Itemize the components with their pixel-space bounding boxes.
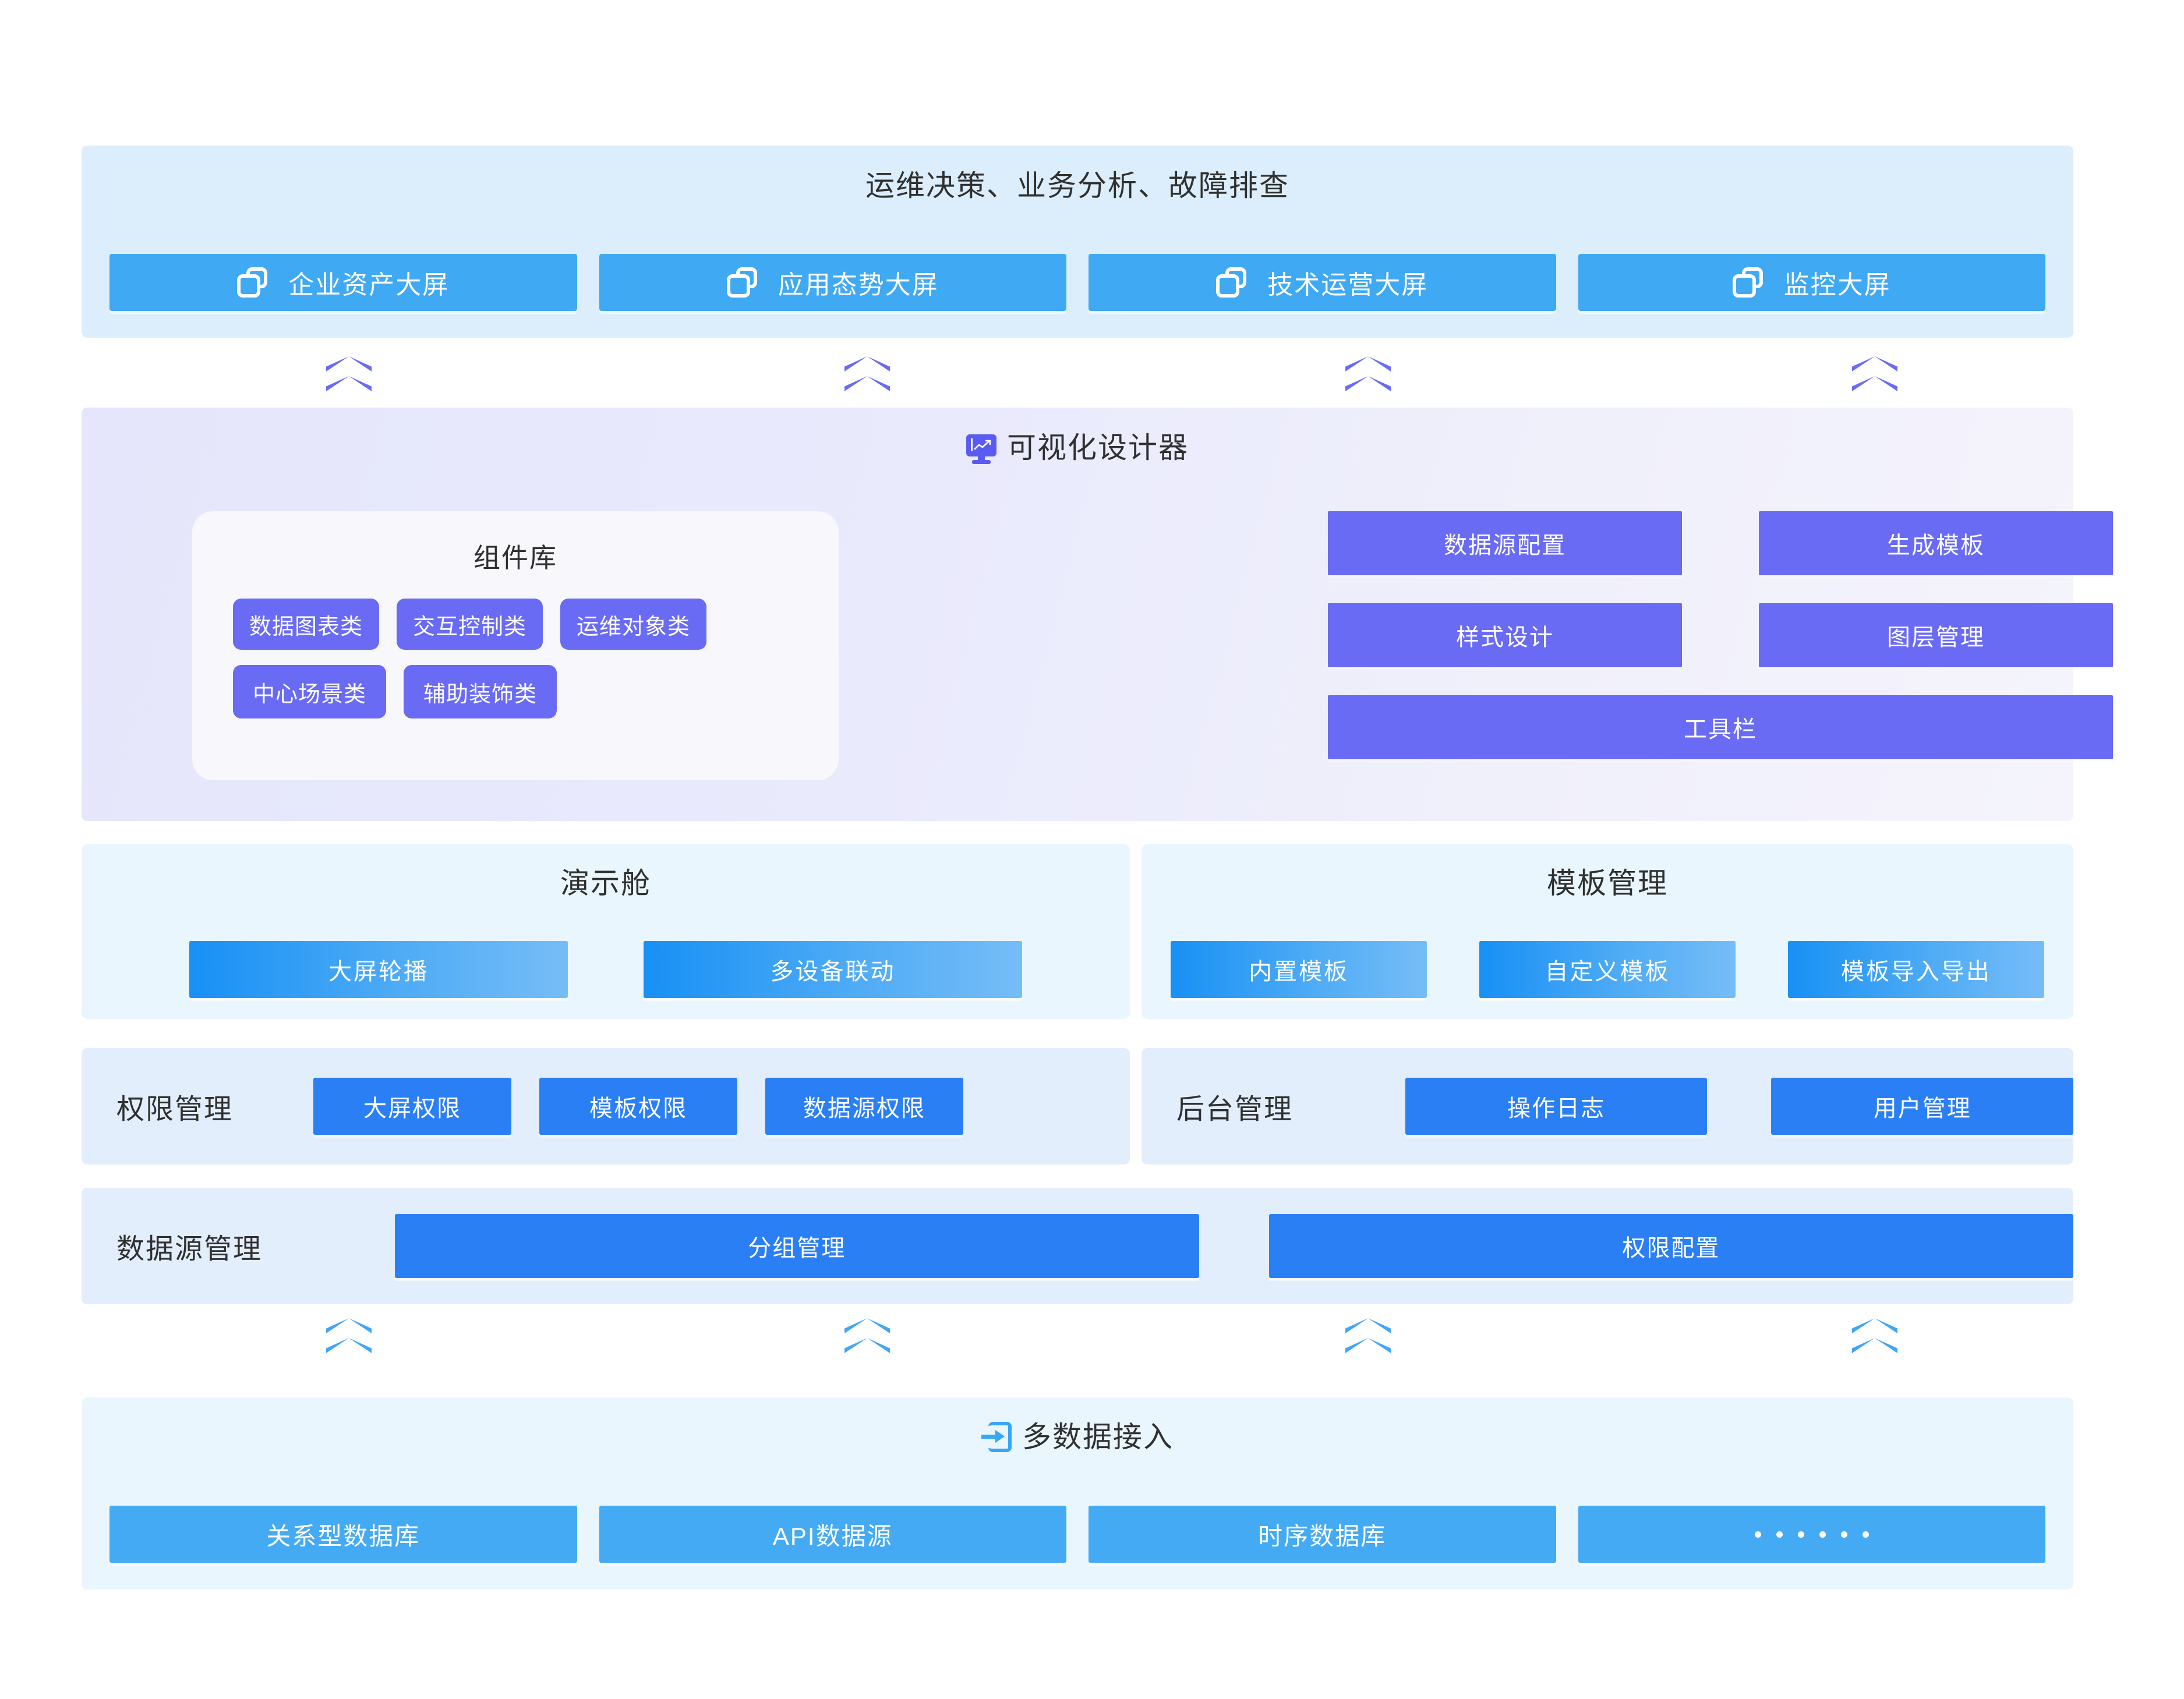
monitor-chart-icon (966, 433, 996, 464)
component-library-title: 组件库 (473, 543, 557, 573)
designer-title: 可视化设计器 (1007, 431, 1189, 464)
datasource-button-permission-cfg[interactable]: 权限配置 (1268, 1214, 2073, 1278)
multi-data-access-panel: 多数据接入 关系型数据库 API数据源 时序数据库 (82, 1397, 2073, 1590)
scenario-card-monitoring[interactable]: 监控大屏 (1578, 254, 2045, 311)
scenario-title: 运维决策、业务分析、故障排查 (865, 169, 1289, 202)
chevron-up-icon (1345, 356, 1391, 399)
permission-button-template[interactable]: 模板权限 (539, 1078, 737, 1135)
demo-button-multidevice[interactable]: 多设备联动 (644, 941, 1022, 998)
flow-arrows-upper (82, 353, 2073, 403)
scenario-card-label: 监控大屏 (1783, 271, 1891, 299)
permission-label: 权限管理 (116, 1094, 234, 1125)
permission-management-panel: 权限管理 大屏权限 模板权限 数据源权限 (82, 1048, 1130, 1164)
component-library-card: 组件库 数据图表类 交互控制类 运维对象类 中心场景类 辅助装饰类 (192, 511, 839, 780)
template-management-title: 模板管理 (1547, 867, 1668, 900)
datasource-button-group-mgmt[interactable]: 分组管理 (394, 1214, 1199, 1278)
datasource-management-panel: 数据源管理 分组管理 权限配置 (82, 1188, 2073, 1304)
access-card-relational-db[interactable]: 关系型数据库 (109, 1506, 577, 1563)
login-arrow-icon (981, 1422, 1012, 1452)
access-card-row: 关系型数据库 API数据源 时序数据库 (109, 1506, 2045, 1563)
backend-button-user-mgmt[interactable]: 用户管理 (1771, 1078, 2074, 1135)
access-card-timeseries-db[interactable]: 时序数据库 (1089, 1506, 1556, 1563)
component-tag-interaction[interactable]: 交互控制类 (397, 599, 543, 650)
stacked-windows-icon (726, 267, 757, 298)
tool-style-design[interactable]: 样式设计 (1328, 603, 1682, 667)
template-button-builtin[interactable]: 内置模板 (1171, 941, 1427, 998)
component-tag-ops-object[interactable]: 运维对象类 (560, 599, 707, 650)
scenario-card-app-situation[interactable]: 应用态势大屏 (599, 254, 1066, 311)
designer-tool-grid: 数据源配置 生成模板 样式设计 图层管理 工具栏 (1328, 511, 2120, 780)
access-card-api-source[interactable]: API数据源 (599, 1506, 1066, 1563)
datasource-label: 数据源管理 (116, 1234, 263, 1265)
permission-button-datasource[interactable]: 数据源权限 (765, 1078, 963, 1135)
tool-toolbar[interactable]: 工具栏 (1328, 695, 2113, 759)
datasource-row: 数据源管理 分组管理 权限配置 (82, 1188, 2073, 1304)
component-library-tags: 数据图表类 交互控制类 运维对象类 中心场景类 辅助装饰类 (233, 599, 798, 734)
scenario-card-tech-operation[interactable]: 技术运营大屏 (1089, 254, 1556, 311)
scenario-card-label: 技术运营大屏 (1267, 271, 1429, 299)
tool-datasource-config[interactable]: 数据源配置 (1328, 511, 1682, 575)
chevron-up-icon (1852, 356, 1897, 399)
access-title: 多数据接入 (1022, 1421, 1174, 1453)
access-title-row: 多数据接入 (82, 1397, 2073, 1452)
permission-button-screen[interactable]: 大屏权限 (313, 1078, 511, 1135)
demo-button-row: 大屏轮播 多设备联动 (82, 941, 1130, 998)
backend-button-operation-log[interactable]: 操作日志 (1405, 1078, 1708, 1135)
chevron-up-icon (326, 356, 372, 399)
backend-management-panel: 后台管理 操作日志 用户管理 (1142, 1048, 2074, 1164)
tool-layer-management[interactable]: 图层管理 (1759, 603, 2113, 667)
component-tag-center-scene[interactable]: 中心场景类 (233, 665, 387, 718)
ellipsis-dots-icon (1754, 1531, 1869, 1538)
template-button-row: 内置模板 自定义模板 模板导入导出 (1142, 941, 2073, 998)
chevron-up-icon (1852, 1318, 1897, 1361)
backend-row: 后台管理 操作日志 用户管理 (1142, 1048, 2074, 1164)
chevron-up-icon (326, 1318, 372, 1361)
scenario-card-row: 企业资产大屏 应用态势大屏 技术运营大屏 监控大屏 (109, 254, 2045, 311)
stacked-windows-icon (237, 267, 268, 298)
flow-arrows-lower (82, 1315, 2073, 1365)
template-button-custom[interactable]: 自定义模板 (1479, 941, 1736, 998)
stacked-windows-icon (1732, 267, 1763, 298)
tool-generate-template[interactable]: 生成模板 (1759, 511, 2113, 575)
permission-row: 权限管理 大屏权限 模板权限 数据源权限 (82, 1048, 1130, 1164)
sparkline-icon (974, 440, 991, 450)
demo-button-carousel[interactable]: 大屏轮播 (189, 941, 568, 998)
chevron-up-icon (1345, 1318, 1391, 1361)
chevron-up-icon (844, 1318, 890, 1361)
component-tag-decoration[interactable]: 辅助装饰类 (404, 665, 557, 718)
demo-cabin-title: 演示舱 (560, 867, 651, 900)
template-button-import-export[interactable]: 模板导入导出 (1788, 941, 2044, 998)
visual-designer-panel: 可视化设计器 组件库 数据图表类 交互控制类 运维对象类 中心场景类 辅助装饰类… (82, 408, 2113, 821)
access-card-more[interactable] (1578, 1506, 2045, 1563)
scenario-card-label: 应用态势大屏 (778, 271, 939, 299)
scenario-card-enterprise-asset[interactable]: 企业资产大屏 (109, 254, 577, 311)
demo-cabin-panel: 演示舱 大屏轮播 多设备联动 (82, 844, 1130, 1019)
stacked-windows-icon (1216, 267, 1247, 298)
template-management-panel: 模板管理 内置模板 自定义模板 模板导入导出 (1142, 844, 2073, 1019)
backend-label: 后台管理 (1176, 1094, 1294, 1125)
scenario-card-label: 企业资产大屏 (288, 271, 450, 299)
chevron-up-icon (844, 356, 890, 399)
component-tag-data-chart[interactable]: 数据图表类 (233, 599, 380, 650)
designer-title-row: 可视化设计器 (82, 408, 2073, 464)
scenario-panel: 运维决策、业务分析、故障排查 企业资产大屏 应用态势大屏 技术运营大屏 监控大屏 (82, 146, 2073, 338)
